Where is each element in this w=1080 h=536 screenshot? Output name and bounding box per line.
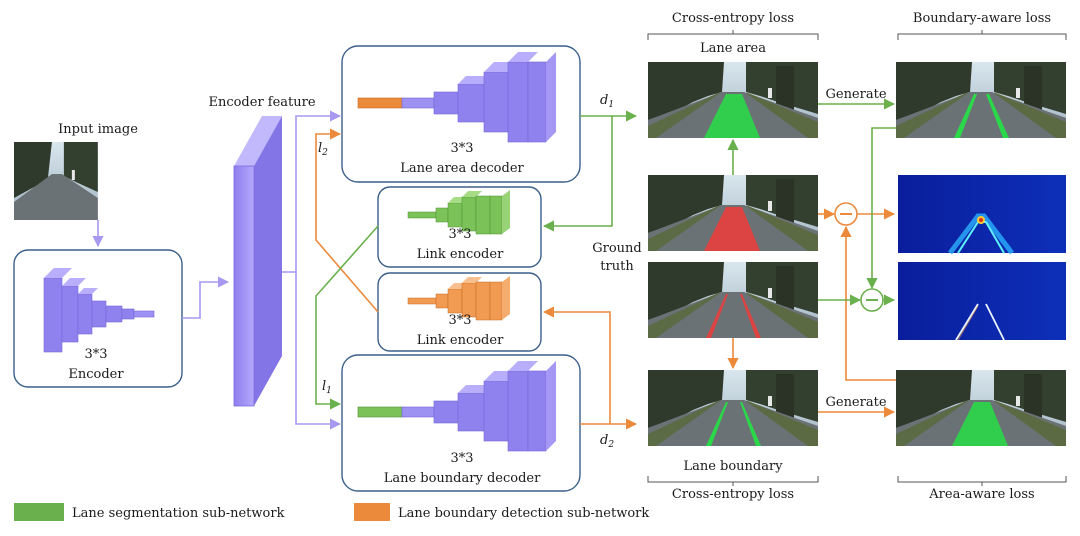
- encoder-feature-bar: [233, 116, 282, 407]
- legend-label-orange: Lane boundary detection sub-network: [398, 506, 649, 521]
- legend-swatch-green: [14, 503, 64, 521]
- l1-label: l1: [322, 379, 332, 396]
- input-image: [14, 142, 98, 220]
- d2-label: d2: [600, 433, 614, 450]
- d1-label: d1: [600, 93, 614, 110]
- lane-boundary-decoder-stack-icon: [357, 361, 556, 452]
- arrow-generated-boundary-to-subtract: [866, 127, 896, 290]
- bracket-boundary-aware: [897, 30, 1067, 40]
- lane-boundary-decoder-kernel: 3*3: [450, 451, 473, 466]
- bracket-cross-entropy-bottom: [647, 476, 819, 486]
- subtract-operator-bottom: [860, 288, 884, 312]
- lane-area-decoder-stack-icon: [357, 52, 556, 143]
- ground-truth-boundary-image: [648, 262, 818, 338]
- cross-entropy-top-label: Cross-entropy loss: [672, 11, 794, 26]
- arrow-encoder-to-feature: [182, 276, 230, 319]
- arrow-boundary-decoder-to-link-encoder: [542, 306, 611, 424]
- generated-area-image: [896, 370, 1066, 446]
- link-encoder-top-kernel: 3*3: [448, 227, 471, 242]
- generate-top-label: Generate: [825, 87, 886, 102]
- lane-boundary-image: [648, 370, 818, 446]
- input-image-label: Input image: [58, 122, 138, 137]
- subtract-operator-top: [834, 202, 858, 226]
- encoder-kernel: 3*3: [84, 347, 107, 362]
- encoder-feature-label: Encoder feature: [208, 95, 315, 110]
- boundary-aware-loss-label: Boundary-aware loss: [913, 11, 1051, 26]
- encoder-label: Encoder: [68, 367, 124, 382]
- lane-area-decoder-kernel: 3*3: [450, 141, 473, 156]
- arrow-feature-to-boundary-decoder: [295, 272, 342, 430]
- lane-area-label: Lane area: [700, 41, 766, 56]
- ground-truth-area-image: [648, 175, 818, 251]
- arrow-generated-area-to-subtract: [840, 225, 896, 381]
- encoder-stack-icon: [43, 268, 155, 353]
- lane-area-image: [648, 62, 818, 138]
- lane-boundary-decoder-label: Lane boundary decoder: [384, 471, 541, 486]
- cross-entropy-bottom-label: Cross-entropy loss: [672, 487, 794, 502]
- generate-bottom-label: Generate: [825, 395, 886, 410]
- lane-boundary-label: Lane boundary: [683, 459, 783, 474]
- link-encoder-top-label: Link encoder: [417, 247, 504, 262]
- legend-swatch-orange: [354, 503, 390, 521]
- link-encoder-bottom-kernel: 3*3: [448, 313, 471, 328]
- arrow-area-decoder-to-link-encoder: [542, 116, 613, 232]
- legend: Lane segmentation sub-network Lane bound…: [14, 503, 649, 521]
- bracket-area-aware: [897, 476, 1067, 486]
- lane-area-decoder-label: Lane area decoder: [400, 161, 524, 176]
- bracket-cross-entropy-top: [647, 30, 819, 40]
- arrow-link-orange-to-area-decoder: [315, 128, 379, 313]
- ground-truth-label-line2: truth: [600, 259, 634, 274]
- link-encoder-bottom-label: Link encoder: [417, 333, 504, 348]
- arrow-link-green-to-boundary-decoder: [315, 225, 379, 410]
- l2-label: l2: [318, 141, 328, 158]
- legend-label-green: Lane segmentation sub-network: [72, 506, 285, 521]
- area-aware-loss-label: Area-aware loss: [928, 487, 1034, 502]
- ground-truth-label-line1: Ground: [592, 241, 642, 256]
- boundary-error-heatmap-top: [898, 175, 1066, 255]
- link-encoder-top-stack-icon: [407, 190, 510, 235]
- generated-boundary-image: [896, 62, 1066, 138]
- arrow-feature-to-area-decoder: [282, 110, 342, 273]
- link-encoder-bottom-stack-icon: [407, 276, 510, 321]
- boundary-error-heatmap-bottom: [898, 262, 1066, 341]
